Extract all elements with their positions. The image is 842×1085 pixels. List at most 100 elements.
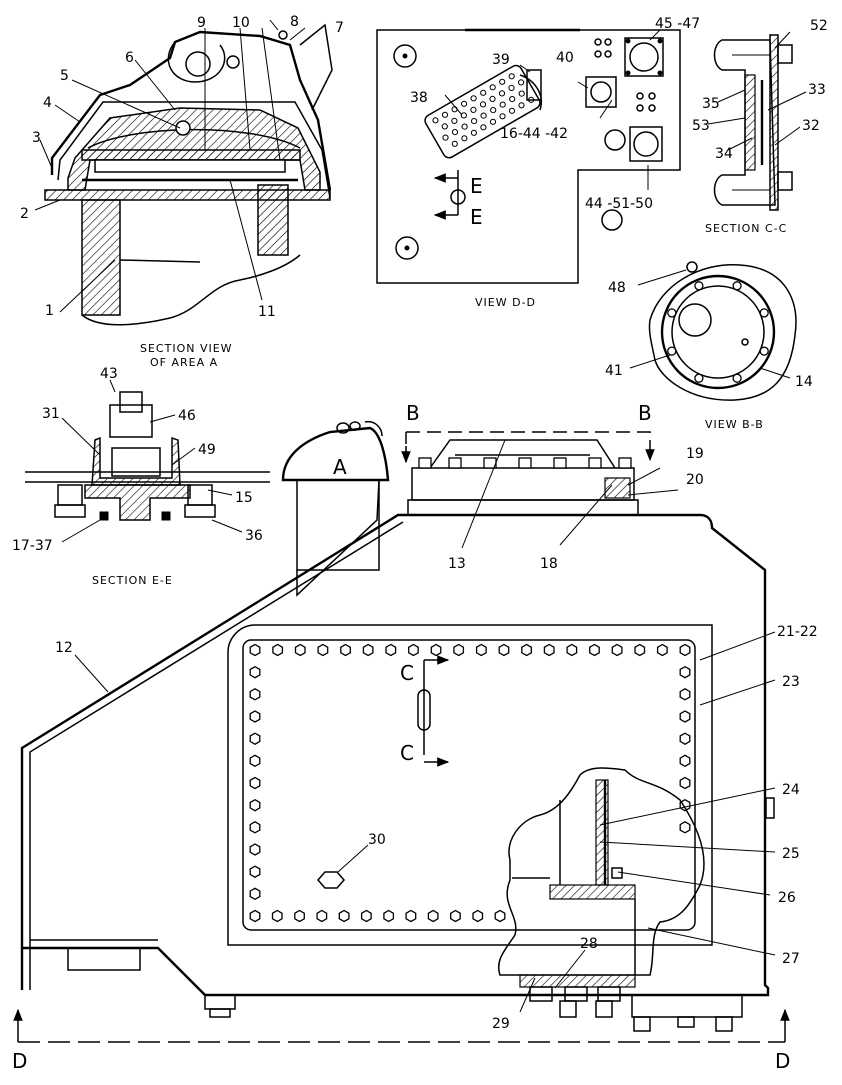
- callout-52: 52: [810, 18, 828, 34]
- strainer-hole: [461, 123, 468, 130]
- flange-bolt-hole: [732, 373, 742, 383]
- strainer-hole: [508, 73, 515, 80]
- access-cover-bolt-pattern: [249, 643, 691, 923]
- callout-3: 3: [32, 130, 41, 146]
- view-b-b-title: VIEW B-B: [705, 418, 764, 431]
- cover-bolt-head: [249, 776, 261, 790]
- flange-bolt-hole: [759, 308, 769, 318]
- strainer-hole: [498, 90, 506, 97]
- cover-bolt-head: [249, 754, 261, 768]
- cut-c-bottom: C: [400, 741, 414, 765]
- flange-bolt-hole: [759, 346, 769, 356]
- cover-bolt-head: [249, 887, 261, 901]
- strainer-hole: [509, 96, 516, 103]
- cover-bolt-head: [317, 643, 329, 657]
- callout-25: 25: [782, 846, 800, 862]
- strainer-hole: [441, 123, 448, 130]
- strainer-hole: [470, 106, 477, 114]
- cover-bolt-head: [494, 909, 506, 923]
- strainer-hole: [432, 117, 439, 124]
- strainer-hole: [442, 134, 449, 141]
- filler-housing-bolt: [588, 457, 602, 469]
- section-c-c: 52 35 33 53 32 34 SECTION C-C: [692, 18, 828, 235]
- flange-bolt-hole: [694, 373, 704, 383]
- cover-bolt-head: [249, 843, 261, 856]
- callout-13: 13: [448, 556, 466, 572]
- strainer-hole: [441, 111, 449, 118]
- cover-bolt-head: [521, 643, 532, 657]
- callout-7: 7: [335, 20, 344, 36]
- cover-bolt-head: [294, 909, 305, 923]
- filler-housing-bolt: [418, 457, 432, 469]
- cover-bolt-head: [450, 909, 461, 923]
- strainer-hole: [460, 112, 467, 119]
- strainer-hole: [451, 106, 458, 113]
- callout-18: 18: [540, 556, 558, 572]
- callout-24: 24: [782, 782, 800, 798]
- cover-bolt-head: [249, 665, 261, 679]
- callout-31: 31: [42, 406, 60, 422]
- cover-bolt-head: [271, 909, 283, 923]
- filler-housing-bolt: [618, 457, 632, 469]
- cover-bolt-head: [249, 909, 261, 923]
- callout-21-22: 21-22: [777, 624, 818, 640]
- callout-1: 1: [45, 303, 54, 319]
- flange-bolt-hole: [732, 281, 742, 291]
- cover-bolt-head: [362, 643, 374, 657]
- section-e-e: 43 31 46 49 15 36 17-37 SECTION E-E: [12, 366, 270, 587]
- strainer-hole: [461, 135, 468, 142]
- strainer-hole: [451, 140, 458, 147]
- callout-26: 26: [778, 890, 796, 906]
- view-b-b: 48 41 14 VIEW B-B: [605, 261, 813, 431]
- filler-housing-bolt: [448, 457, 462, 469]
- callout-5: 5: [60, 68, 69, 84]
- cover-bolt-head: [249, 710, 261, 723]
- strainer-hole: [480, 112, 487, 119]
- cover-bolt-head: [656, 643, 668, 657]
- cover-bolt-head: [679, 776, 691, 790]
- cover-bolt-head: [679, 754, 691, 768]
- callout-15: 15: [235, 490, 253, 506]
- cover-bolt-head: [472, 909, 484, 923]
- strainer-hole: [451, 117, 458, 125]
- strainer-hole: [489, 95, 496, 103]
- cut-b-left: B: [406, 401, 420, 425]
- flange-bolt-hole: [667, 308, 677, 318]
- section-area-a-title-line1: SECTION VIEW: [140, 342, 233, 355]
- callout-38: 38: [410, 90, 428, 106]
- cover-bolt-head: [679, 710, 691, 723]
- filler-housing-bolt: [553, 457, 567, 469]
- cover-bolt-head: [249, 821, 261, 834]
- cover-bolt-head: [679, 821, 691, 834]
- strainer-hole: [490, 107, 497, 114]
- callout-17-37: 17-37: [12, 538, 53, 554]
- section-area-a-title-line2: OF AREA A: [150, 356, 218, 369]
- cover-bolt-head: [249, 798, 261, 812]
- cover-bolt-head: [611, 643, 623, 657]
- cover-bolt-head: [679, 643, 691, 657]
- cut-c-top: C: [400, 661, 414, 685]
- cover-bolt-head: [679, 688, 691, 701]
- callout-6: 6: [125, 50, 134, 66]
- callout-49: 49: [198, 442, 216, 458]
- strainer-hole: [499, 101, 506, 108]
- cover-bolt-head: [408, 643, 419, 657]
- strainer-hole: [499, 78, 506, 85]
- cover-bolt-head: [543, 643, 555, 657]
- view-d-d: E E 38 39 40 16-44 -42 45 -47 44 -51-50 …: [376, 16, 700, 309]
- callout-11: 11: [258, 304, 276, 320]
- strainer-hole: [518, 102, 525, 109]
- cut-e-top: E: [470, 174, 483, 198]
- callout-43: 43: [100, 366, 118, 382]
- cut-b-right: B: [638, 401, 652, 425]
- cover-bolt-head: [360, 909, 372, 923]
- cover-bolt-head: [249, 688, 261, 701]
- cover-bolt-head: [475, 643, 487, 657]
- callout-48: 48: [608, 280, 626, 296]
- callout-33: 33: [808, 82, 826, 98]
- callout-2: 2: [20, 206, 29, 222]
- callout-39: 39: [492, 52, 510, 68]
- callout-20: 20: [686, 472, 704, 488]
